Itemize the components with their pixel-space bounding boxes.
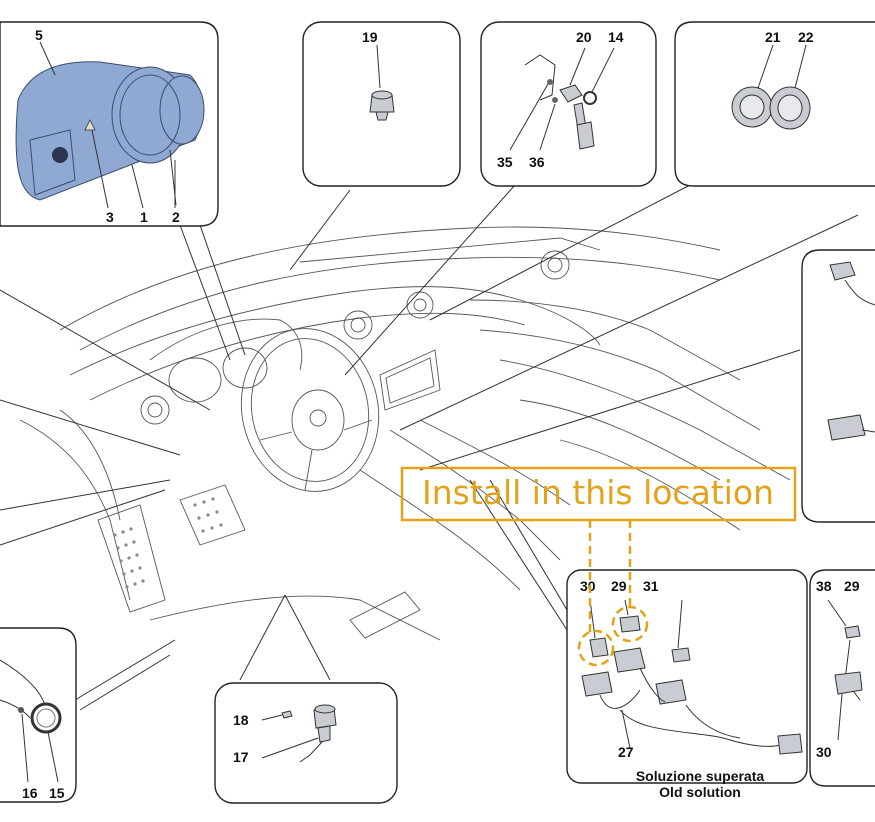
callout-20: 20 [576,29,592,45]
caption-english: Old solution [659,784,741,800]
callout-15: 15 [49,785,65,801]
callout-22: 22 [798,29,814,45]
callout-3: 3 [106,209,114,225]
callout-29: 29 [611,578,627,594]
highlight-circle-29 [611,605,649,643]
callout-17: 17 [233,749,249,765]
callout-18: 18 [233,712,249,728]
detail-box-parts-18-17: 18 17 [214,682,398,804]
detail-box-parts-16-15: 16 15 [0,627,77,803]
highlight-circle-30 [577,629,615,667]
caption-italian: Soluzione superata [636,768,765,784]
callout-16: 16 [22,785,38,801]
callout-35: 35 [497,154,513,170]
callout-5: 5 [35,27,43,43]
callout-2: 2 [172,209,180,225]
leader-lines [0,184,859,711]
callout-1: 1 [140,209,148,225]
detail-box-instrument-cluster: 5 3 1 2 [0,21,219,227]
callout-38: 38 [816,578,832,594]
detail-box-parts-20-14-35-36: 20 14 35 36 [480,21,657,187]
callout-30-right: 30 [816,744,832,760]
detail-box-old-solution: 30 29 31 27 Soluzione superata Old solut… [566,569,808,800]
callout-31: 31 [643,578,659,594]
detail-box-part-19: 19 [302,21,461,187]
callout-14: 14 [608,29,624,45]
callout-36: 36 [529,154,545,170]
install-location-text: Install in this location [422,473,774,512]
car-interior-drawing [19,226,791,641]
callout-27: 27 [618,744,634,760]
callout-30: 30 [580,578,596,594]
detail-box-parts-21-22: 21 22 [674,21,875,187]
callout-19: 19 [362,29,378,45]
install-location-annotation: Install in this location [400,466,797,667]
detail-box-new-solution-partial: 38 29 30 [809,569,875,787]
callout-21: 21 [765,29,781,45]
detail-box-right-partial [801,249,875,523]
callout-29-right: 29 [844,578,860,594]
